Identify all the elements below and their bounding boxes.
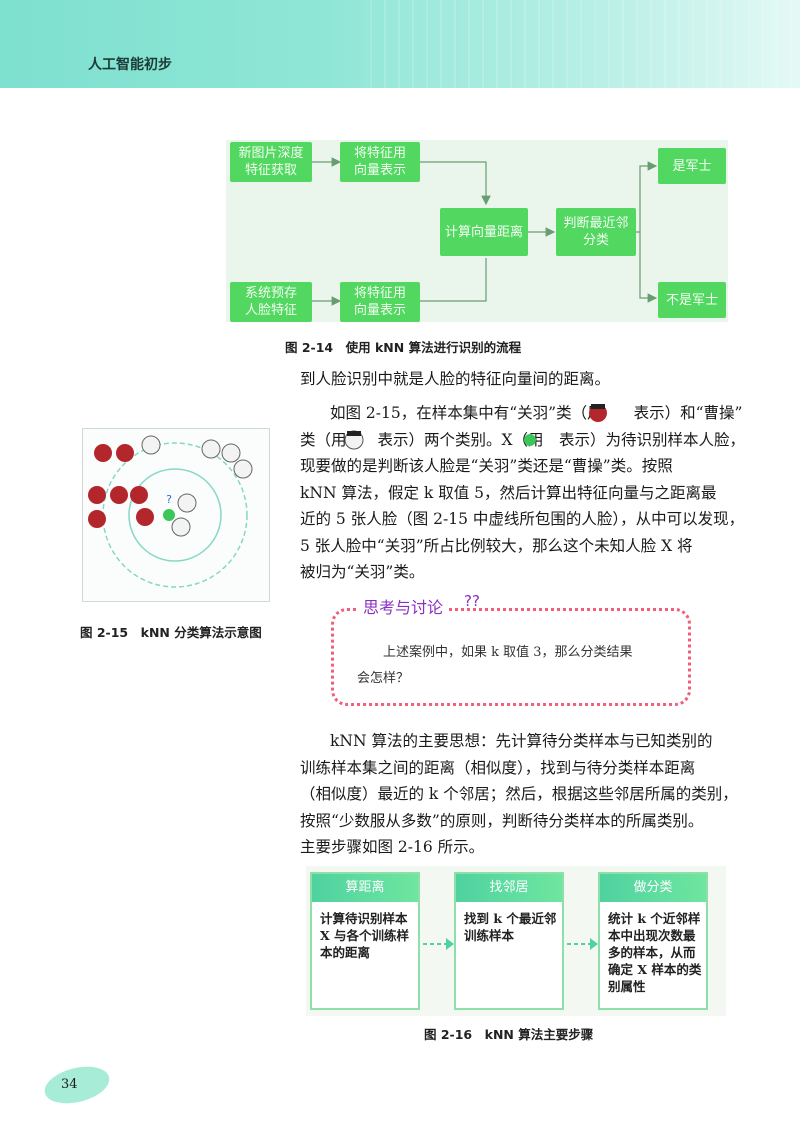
step-body: 统计 k 个近邻样 本中出现次数最 多的样本，从而 确定 X 样本的类 别属性 xyxy=(608,911,702,994)
flow-node-to-vector-2: 将特征用 向量表示 xyxy=(340,282,420,322)
think-line: 上述案例中，如果 k 取值 3，那么分类结果 xyxy=(357,645,633,660)
guanyu-face-icon xyxy=(589,404,607,422)
paragraph-line: 现要做的是判断该人脸是“关羽”类还是“曹操”类。按照 xyxy=(300,457,673,475)
paragraph-line: 如图 2-15，在样本集中有“关羽”类（用 表示）和“曹操” xyxy=(330,404,743,422)
step-arrows xyxy=(423,938,598,950)
flow-node-judge-neighbor: 判断最近邻 分类 xyxy=(556,208,636,256)
paragraph-line: 类（用 表示）两个类别。X（用 表示）为待识别样本人脸， xyxy=(300,430,746,449)
paragraph-line: 到人脸识别中就是人脸的特征向量间的距离。 xyxy=(300,370,611,388)
chapter-title: 人工智能初步 xyxy=(88,57,172,73)
unknown-sample-icon xyxy=(524,434,536,446)
step-find-neighbors: 找邻居 找到 k 个最近邻 训练样本 xyxy=(454,872,564,1010)
page-number: 34 xyxy=(61,1077,78,1092)
unknown-mark: ? xyxy=(166,493,172,506)
paragraph-line: 按照“少数服从多数”的原则，判断待分类样本的所属类别。 xyxy=(300,811,704,830)
caocao-face-icon xyxy=(344,430,364,450)
paragraph-line: kNN 算法的主要思想：先计算待分类样本与已知类别的 xyxy=(330,732,713,750)
figure-2-15-caption: 图 2-15 kNN 分类算法示意图 xyxy=(80,625,262,640)
paragraph-line: 训练样本集之间的距离（相似度），找到与待分类样本距离 xyxy=(300,758,696,777)
flow-node-to-vector-1: 将特征用 向量表示 xyxy=(340,142,420,182)
think-discuss-box xyxy=(331,608,691,706)
step-body: 计算待识别样本 X 与各个训练样 本的距离 xyxy=(320,911,410,960)
caocao-faces xyxy=(141,435,253,537)
figure-2-14-caption: 图 2-14 使用 kNN 算法进行识别的流程 xyxy=(285,340,522,355)
think-discuss-title: 思考与讨论 xyxy=(357,594,450,618)
think-discuss-body: 上述案例中，如果 k 取值 3，那么分类结果 会怎样？ xyxy=(357,640,633,692)
step-head: 找邻居 xyxy=(456,874,562,902)
think-line: 会怎样？ xyxy=(357,671,410,686)
inner-circle xyxy=(128,468,222,562)
step-head: 做分类 xyxy=(600,874,706,902)
figure-2-14-connectors xyxy=(312,157,658,306)
inline-legend-icons xyxy=(344,404,607,450)
page-header xyxy=(0,0,800,88)
think-question-marks: ?? xyxy=(464,592,480,610)
flow-node-yes: 是军士 xyxy=(658,148,726,184)
unknown-sample-x xyxy=(163,509,175,521)
step-classify: 做分类 统计 k 个近邻样 本中出现次数最 多的样本，从而 确定 X 样本的类 … xyxy=(598,872,708,1010)
paragraph-example: 如图 2-15，在样本集中有“关羽”类（用 表示）和“曹操” 类（用 表示）两个… xyxy=(300,400,745,586)
paragraph-intro: 到人脸识别中就是人脸的特征向量间的距离。 xyxy=(300,366,610,393)
paragraph-line: （相似度）最近的 k 个邻居；然后，根据这些邻居所属的类别， xyxy=(300,785,738,803)
paragraph-line: 近的 5 张人脸（图 2-15 中虚线所包围的人脸），从中可以发现， xyxy=(300,510,745,528)
flow-node-stored-face: 系统预存 人脸特征 xyxy=(230,282,312,322)
flow-node-new-image: 新图片深度 特征获取 xyxy=(230,142,312,182)
guanyu-faces xyxy=(88,444,154,528)
paragraph-line: 主要步骤如图 2-16 所示。 xyxy=(300,838,485,856)
header-decoration xyxy=(370,0,800,88)
step-body: 找到 k 个最近邻 训练样本 xyxy=(464,911,557,943)
paragraph-main-idea: kNN 算法的主要思想：先计算待分类样本与已知类别的 训练样本集之间的距离（相似… xyxy=(300,728,738,861)
knn-diagram: ? xyxy=(88,435,253,588)
figure-2-15: ? xyxy=(82,428,270,602)
step-head: 算距离 xyxy=(312,874,418,902)
paragraph-line: 5 张人脸中“关羽”所占比例较大，那么这个未知人脸 X 将 xyxy=(300,536,693,555)
paragraph-line: 被归为“关羽”类。 xyxy=(300,563,425,581)
paragraph-line: kNN 算法，假定 k 取值 5，然后计算出特征向量与之距离最 xyxy=(300,483,717,502)
figure-2-16-caption: 图 2-16 kNN 算法主要步骤 xyxy=(424,1027,594,1042)
flow-node-compute-distance: 计算向量距离 xyxy=(440,208,528,256)
flow-node-no: 不是军士 xyxy=(658,282,726,318)
step-compute-distance: 算距离 计算待识别样本 X 与各个训练样 本的距离 xyxy=(310,872,420,1010)
